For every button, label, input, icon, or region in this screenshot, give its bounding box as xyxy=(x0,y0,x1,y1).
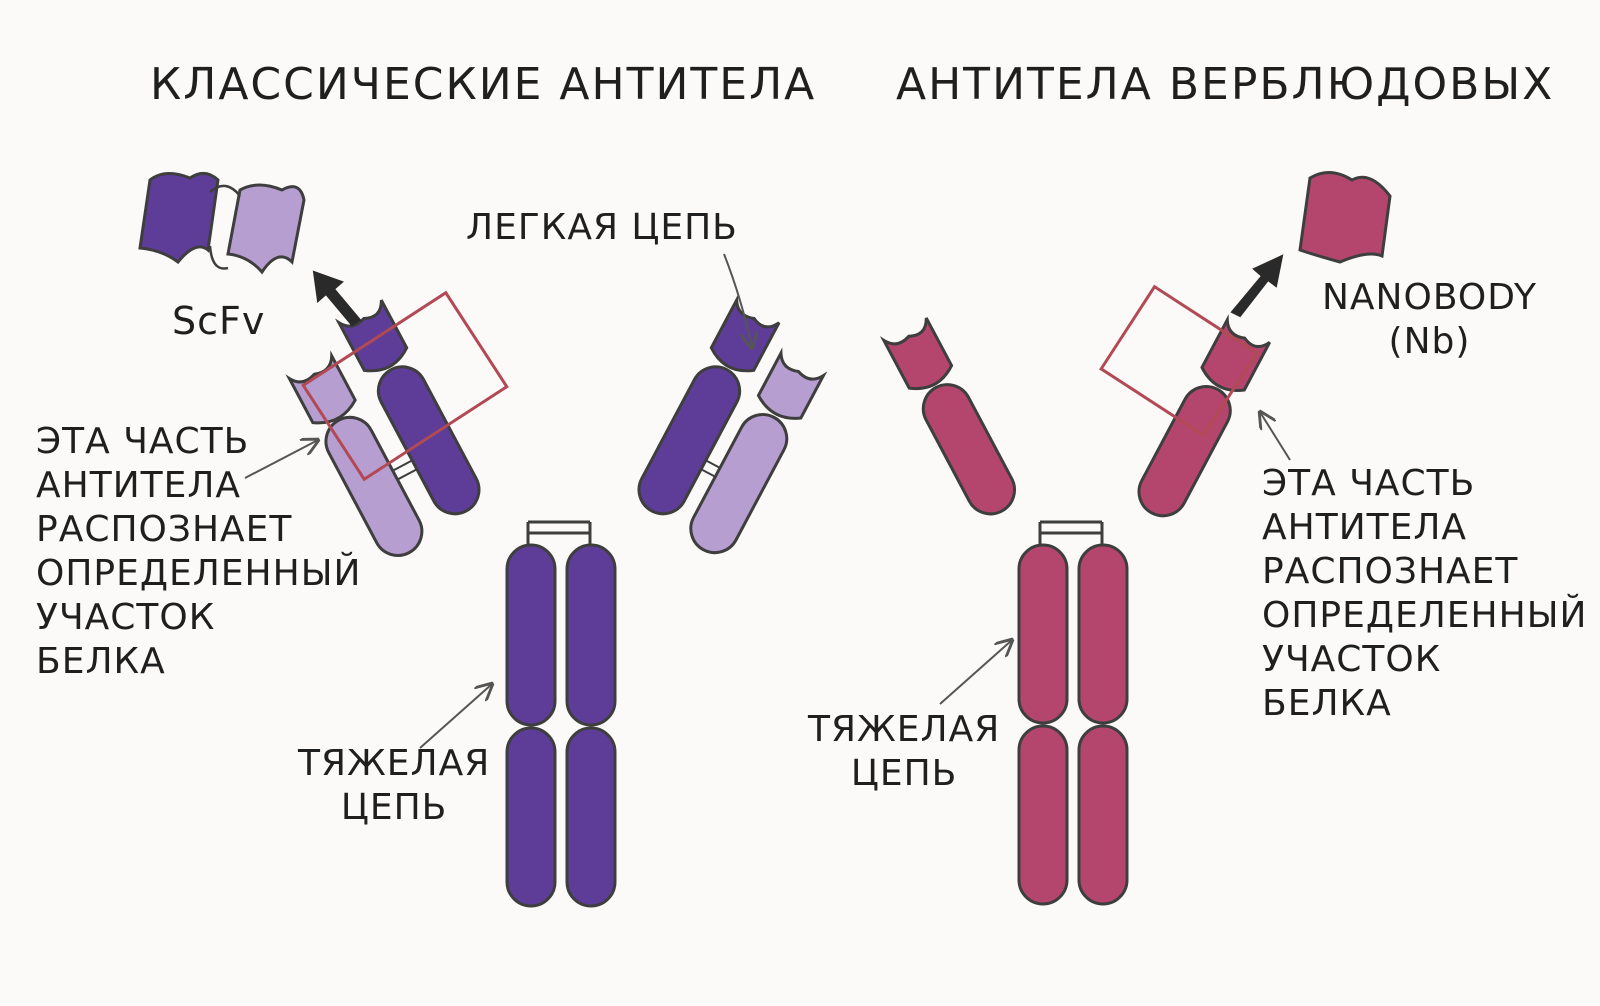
camelid-variable-region-box xyxy=(1099,284,1259,438)
camelid-title: АНТИТЕЛА ВЕРБЛЮДОВЫХ xyxy=(896,59,1555,110)
camelid-recognition-line-4: ОПРЕДЕЛЕННЫЙ xyxy=(1262,594,1588,636)
classic-extract-arrow xyxy=(312,270,362,327)
camelid-hinge xyxy=(1038,520,1104,548)
camelid-right-arm xyxy=(1137,314,1271,518)
camelid-recognition-line-2: АНТИТЕЛА xyxy=(1262,506,1468,548)
classic-antibody xyxy=(138,172,828,908)
camelid-recognition-label: ЭТА ЧАСТЬ АНТИТЕЛА РАСПОЗНАЕТ ОПРЕДЕЛЕНН… xyxy=(1262,462,1587,725)
classic-hinge xyxy=(526,520,592,548)
nanobody-line-2: (Nb) xyxy=(1388,320,1471,362)
classic-heavy-line-2: ЦЕПЬ xyxy=(340,786,448,828)
classic-heavy-stem xyxy=(505,543,617,908)
classic-recognition-line-3: РАСПОЗНАЕТ xyxy=(36,508,293,550)
camelid-heavy-line-2: ЦЕПЬ xyxy=(850,752,958,794)
nanobody-fragment xyxy=(1298,171,1392,264)
scfv-fragment xyxy=(138,172,306,275)
classic-recognition-pointer xyxy=(244,440,318,479)
camelid-left-arm xyxy=(879,317,1016,516)
classic-recognition-label: ЭТА ЧАСТЬ АНТИТЕЛА РАСПОЗНАЕТ ОПРЕДЕЛЕНН… xyxy=(36,420,361,683)
camelid-heavy-pointer xyxy=(939,640,1012,705)
scfv-label: ScFv xyxy=(172,299,266,343)
classic-title: КЛАССИЧЕСКИЕ АНТИТЕЛА xyxy=(150,59,817,110)
classic-recognition-line-5: УЧАСТОК xyxy=(36,596,216,638)
classic-heavy-pointer xyxy=(419,684,492,749)
classic-heavy-line-1: ТЯЖЕЛАЯ xyxy=(298,743,491,784)
nanobody-line-1: NANOBODY xyxy=(1322,277,1537,318)
classic-right-arm xyxy=(637,294,828,555)
classic-recognition-line-4: ОПРЕДЕЛЕННЫЙ xyxy=(36,552,362,594)
camelid-recognition-line-6: БЕЛКА xyxy=(1262,682,1392,724)
camelid-heavy-line-1: ТЯЖЕЛАЯ xyxy=(808,709,1001,750)
camelid-extract-arrow xyxy=(1230,254,1284,318)
classic-left-arm xyxy=(285,299,481,557)
light-chain-pointer xyxy=(723,253,752,348)
camelid-recognition-line-1: ЭТА ЧАСТЬ xyxy=(1262,463,1476,504)
classic-variable-region-box xyxy=(301,290,509,482)
camelid-recognition-line-3: РАСПОЗНАЕТ xyxy=(1262,550,1519,592)
classic-recognition-line-6: БЕЛКА xyxy=(36,640,166,682)
camelid-antibody xyxy=(879,171,1392,906)
light-chain-label: ЛЕГКАЯ ЦЕПЬ xyxy=(466,207,738,248)
classic-heavy-chain-label: ТЯЖЕЛАЯ ЦЕПЬ xyxy=(298,742,490,830)
camelid-heavy-chain-label: ТЯЖЕЛАЯ ЦЕПЬ xyxy=(808,708,1000,796)
camelid-recognition-pointer xyxy=(1260,412,1291,461)
classic-recognition-line-1: ЭТА ЧАСТЬ xyxy=(36,421,250,462)
classic-recognition-line-2: АНТИТЕЛА xyxy=(36,464,242,506)
camelid-heavy-stem xyxy=(1017,543,1129,906)
nanobody-label: NANOBODY (Nb) xyxy=(1322,276,1537,364)
camelid-recognition-line-5: УЧАСТОК xyxy=(1262,638,1442,680)
